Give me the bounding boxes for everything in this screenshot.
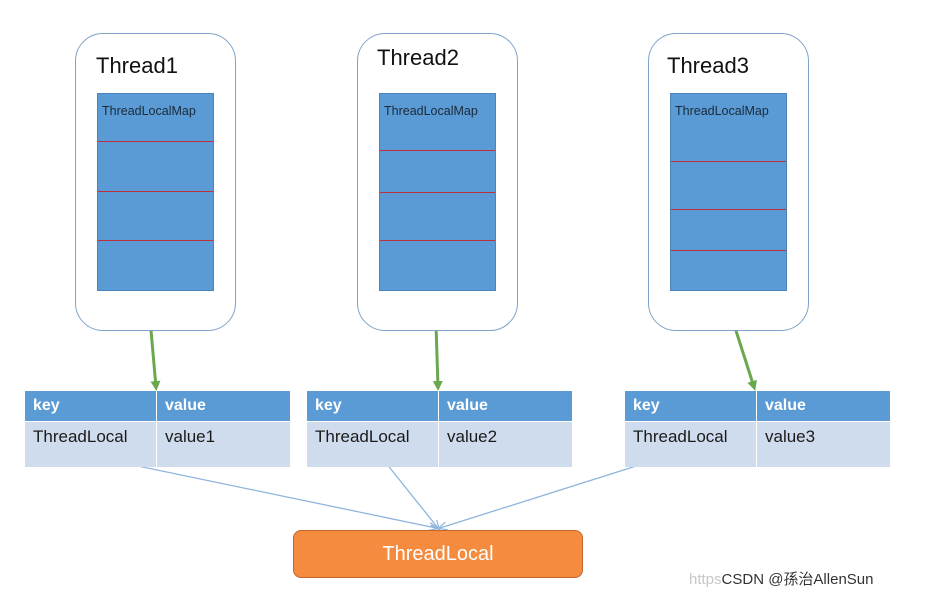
- cell-value: value3: [757, 422, 890, 467]
- map-entry-divider: [380, 192, 495, 193]
- header-value: value: [439, 391, 572, 421]
- map-entry-divider: [671, 209, 786, 210]
- header-value: value: [157, 391, 290, 421]
- thread-3-title: Thread3: [667, 53, 749, 78]
- header-key: key: [25, 391, 156, 421]
- map-entry-divider: [98, 191, 213, 192]
- map-entry-divider: [380, 240, 495, 241]
- table-row: ThreadLocal value3: [625, 422, 890, 467]
- thread-2-title: Thread2: [377, 45, 459, 70]
- thread-3-map-label: ThreadLocalMap: [675, 104, 769, 118]
- table-row: ThreadLocal value1: [25, 422, 290, 467]
- thread-3-map: ThreadLocalMap: [670, 93, 787, 291]
- map-entry-divider: [98, 240, 213, 241]
- cell-key: ThreadLocal: [25, 422, 156, 467]
- map-entry-divider: [98, 141, 213, 142]
- watermark: httpsCSDN @孫治AllenSun: [689, 568, 873, 589]
- cell-key: ThreadLocal: [625, 422, 756, 467]
- cell-key: ThreadLocal: [307, 422, 438, 467]
- map-entry-divider: [380, 150, 495, 151]
- table-header-row: key value: [307, 391, 572, 421]
- header-value: value: [757, 391, 890, 421]
- thread-1-map: ThreadLocalMap: [97, 93, 214, 291]
- cell-value: value1: [157, 422, 290, 467]
- kv-table-2: key value ThreadLocal value2: [307, 391, 572, 467]
- table-row: ThreadLocal value2: [307, 422, 572, 467]
- table-header-row: key value: [25, 391, 290, 421]
- map-entry-divider: [671, 250, 786, 251]
- thread-1-map-label: ThreadLocalMap: [102, 104, 196, 118]
- key-to-threadlocal-line-1: [84, 454, 436, 528]
- kv-table-3: key value ThreadLocal value3: [625, 391, 890, 467]
- watermark-faint-text: https: [689, 571, 722, 588]
- map-entry-divider: [671, 161, 786, 162]
- table-header-row: key value: [625, 391, 890, 421]
- kv-table-1: key value ThreadLocal value1: [25, 391, 290, 467]
- header-key: key: [307, 391, 438, 421]
- cell-value: value2: [439, 422, 572, 467]
- shared-threadlocal-box: ThreadLocal: [293, 530, 583, 578]
- header-key: key: [625, 391, 756, 421]
- thread-1-title: Thread1: [96, 53, 178, 78]
- thread-2-map: ThreadLocalMap: [379, 93, 496, 291]
- watermark-text: CSDN @孫治AllenSun: [721, 571, 874, 588]
- thread-2-map-label: ThreadLocalMap: [384, 104, 478, 118]
